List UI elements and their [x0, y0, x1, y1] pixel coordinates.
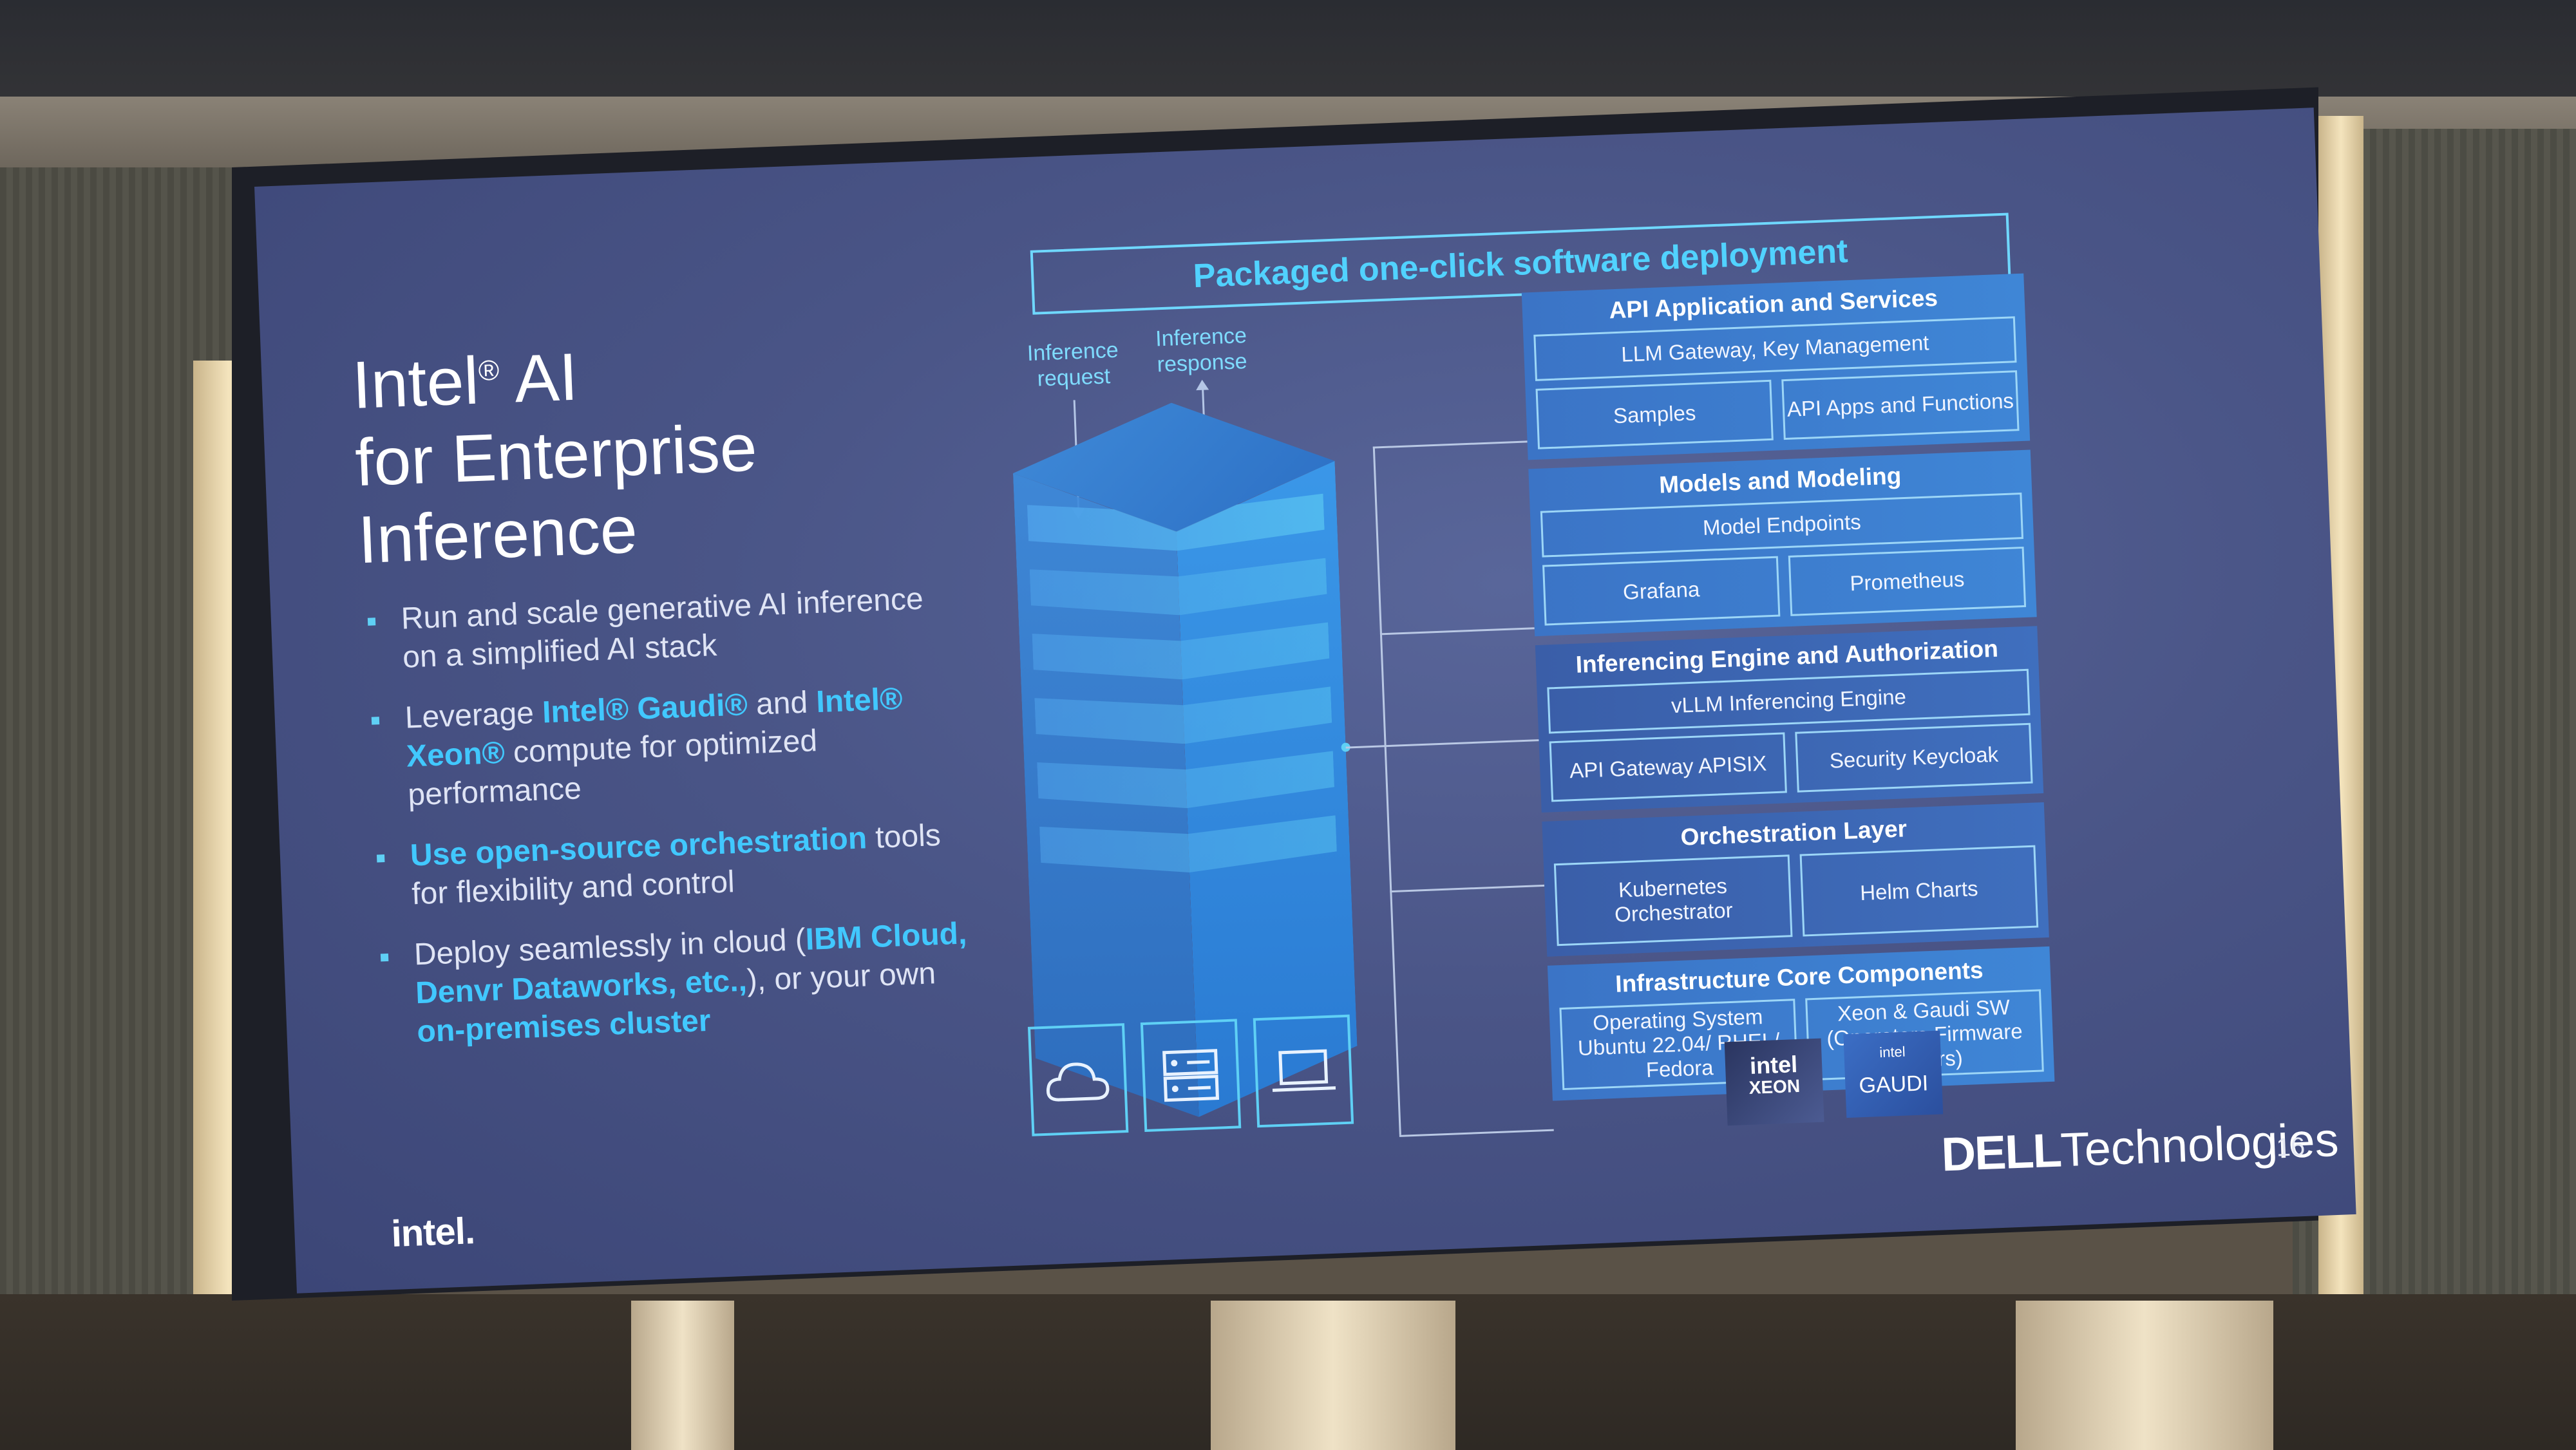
lower-panel	[1211, 1301, 1455, 1450]
bullet-item: Use open-source orchestration tools for …	[376, 815, 971, 915]
component-row: API Gateway APISIX Security Keycloak	[1549, 723, 2033, 802]
lower-panel	[631, 1301, 734, 1450]
connector-line	[1399, 1129, 1554, 1137]
component-box: API Apps and Functions	[1781, 370, 2019, 440]
laptop-tile	[1253, 1015, 1354, 1128]
gaudi-brand: intel	[1844, 1039, 1941, 1065]
intel-logo: intel.	[390, 1209, 475, 1256]
gaudi-name: GAUDI	[1845, 1071, 1942, 1097]
connector-line	[1390, 885, 1544, 892]
server-tile	[1141, 1019, 1241, 1132]
cloud-icon	[1042, 1053, 1115, 1107]
bullet-item: Run and scale generative AI inference on…	[367, 578, 962, 678]
section-inferencing: Inferencing Engine and Authorization vLL…	[1535, 626, 2043, 813]
software-stack: API Application and Services LLM Gateway…	[1522, 274, 2055, 1110]
bullet-list: Run and scale generative AI inference on…	[367, 578, 978, 1075]
bullet-item: Leverage Intel® Gaudi® and Intel® Xeon® …	[371, 677, 967, 816]
component-box: Helm Charts	[1800, 845, 2039, 937]
inference-response-label: Inference response	[1149, 323, 1254, 378]
component-box: Security Keycloak	[1795, 723, 2032, 793]
connector-line	[1373, 440, 1528, 448]
section-orchestration: Orchestration Layer Kubernetes Orchestra…	[1542, 802, 2049, 957]
component-box: Prometheus	[1788, 547, 2026, 616]
response-arrow-head	[1196, 379, 1209, 390]
cloud-tile	[1028, 1023, 1128, 1136]
xeon-brand: intel	[1725, 1053, 1823, 1078]
slide-number: 16	[2276, 1133, 2306, 1163]
component-box: Model Endpoints	[1540, 493, 2023, 558]
component-box: API Gateway APISIX	[1549, 732, 1787, 802]
slide-title: Intel® AI for Enterprise Inference	[350, 322, 761, 578]
connector-line	[1380, 627, 1535, 635]
xeon-name: XEON	[1726, 1075, 1823, 1100]
laptop-icon	[1267, 1044, 1340, 1098]
presentation-slide: Intel® AI for Enterprise Inference Run a…	[254, 108, 2356, 1294]
section-api: API Application and Services LLM Gateway…	[1522, 274, 2030, 460]
component-row: Grafana Prometheus	[1542, 547, 2026, 626]
intel-xeon-badge: intel XEON	[1725, 1039, 1824, 1126]
server-icon	[1157, 1045, 1224, 1106]
inference-request-label: Inference request	[1021, 337, 1126, 392]
connector-trunk	[1373, 447, 1401, 1135]
component-row: Samples API Apps and Functions	[1536, 370, 2020, 449]
component-box: Samples	[1536, 380, 1774, 449]
lower-panel	[2016, 1301, 2273, 1450]
component-box: Kubernetes Orchestrator	[1554, 854, 1793, 946]
component-row: Kubernetes Orchestrator Helm Charts	[1554, 845, 2038, 946]
component-box: Grafana	[1542, 556, 1780, 626]
component-box: LLM Gateway, Key Management	[1533, 316, 2016, 381]
intel-gaudi-badge: intel GAUDI	[1843, 1030, 1943, 1118]
connector-line	[1346, 739, 1539, 749]
component-box: vLLM Inferencing Engine	[1547, 669, 2030, 734]
section-models: Models and Modeling Model Endpoints Graf…	[1528, 449, 2036, 636]
bullet-item: Deploy seamlessly in cloud (IBM Cloud, D…	[380, 914, 976, 1053]
